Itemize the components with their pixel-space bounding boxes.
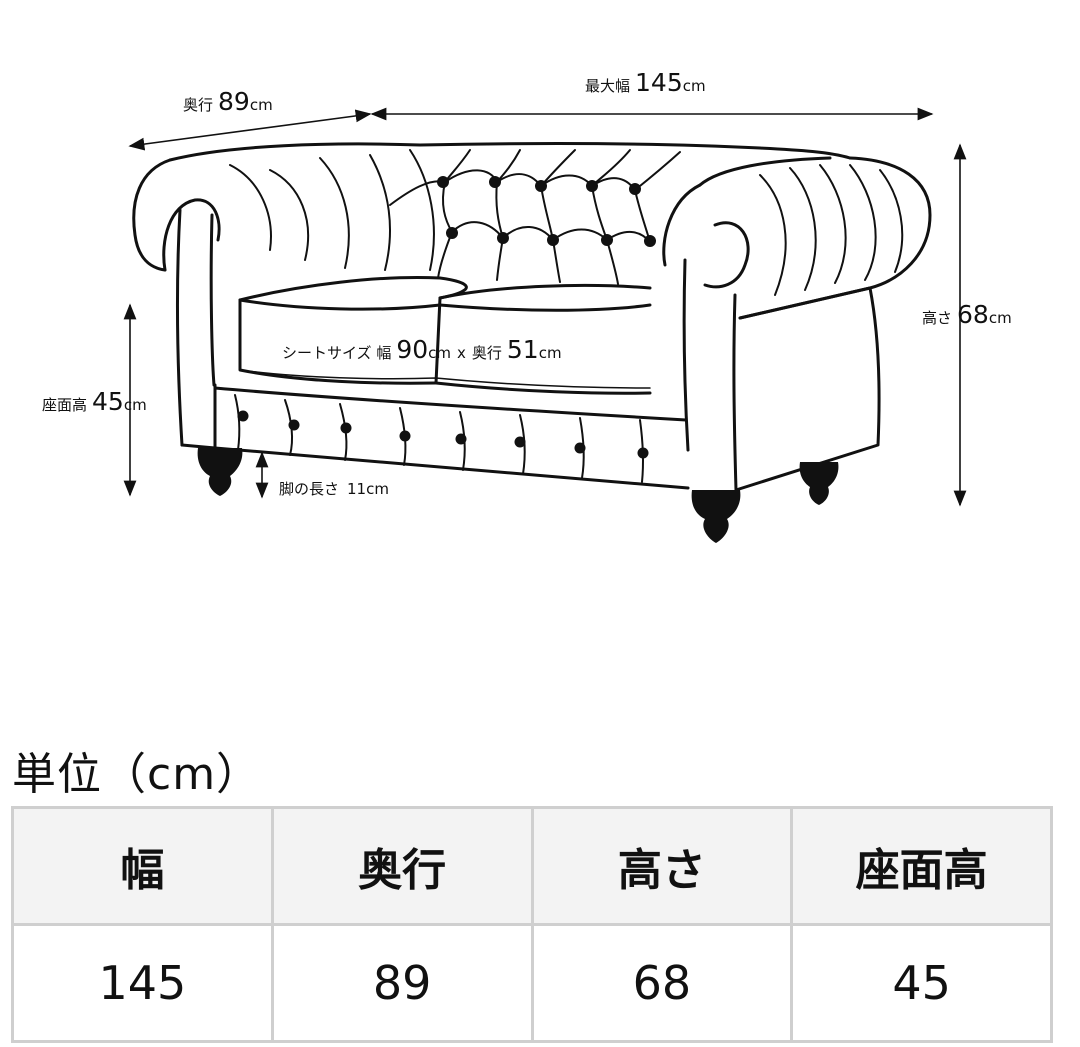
dimension-arrows: [123, 107, 967, 507]
spec-header-height: 高さ: [530, 806, 794, 926]
spec-value-width: 145: [11, 923, 274, 1043]
spec-table-value-row: 145 89 68 45: [11, 923, 1053, 1043]
spec-value-height: 68: [530, 923, 794, 1043]
spec-header-seat-height: 座面高: [790, 806, 1053, 926]
spec-value-depth: 89: [270, 923, 534, 1043]
spec-table: 幅 奥行 高さ 座面高 145 89 68 45: [11, 806, 1053, 1043]
spec-header-depth: 奥行: [270, 806, 534, 926]
spec-table-header-row: 幅 奥行 高さ 座面高: [11, 806, 1053, 926]
spec-header-width: 幅: [11, 806, 274, 926]
sofa-illustration: [132, 141, 932, 543]
spec-value-seat-height: 45: [790, 923, 1053, 1043]
depth-arrow: [128, 109, 372, 151]
unit-title: 単位（cm）: [12, 749, 262, 800]
